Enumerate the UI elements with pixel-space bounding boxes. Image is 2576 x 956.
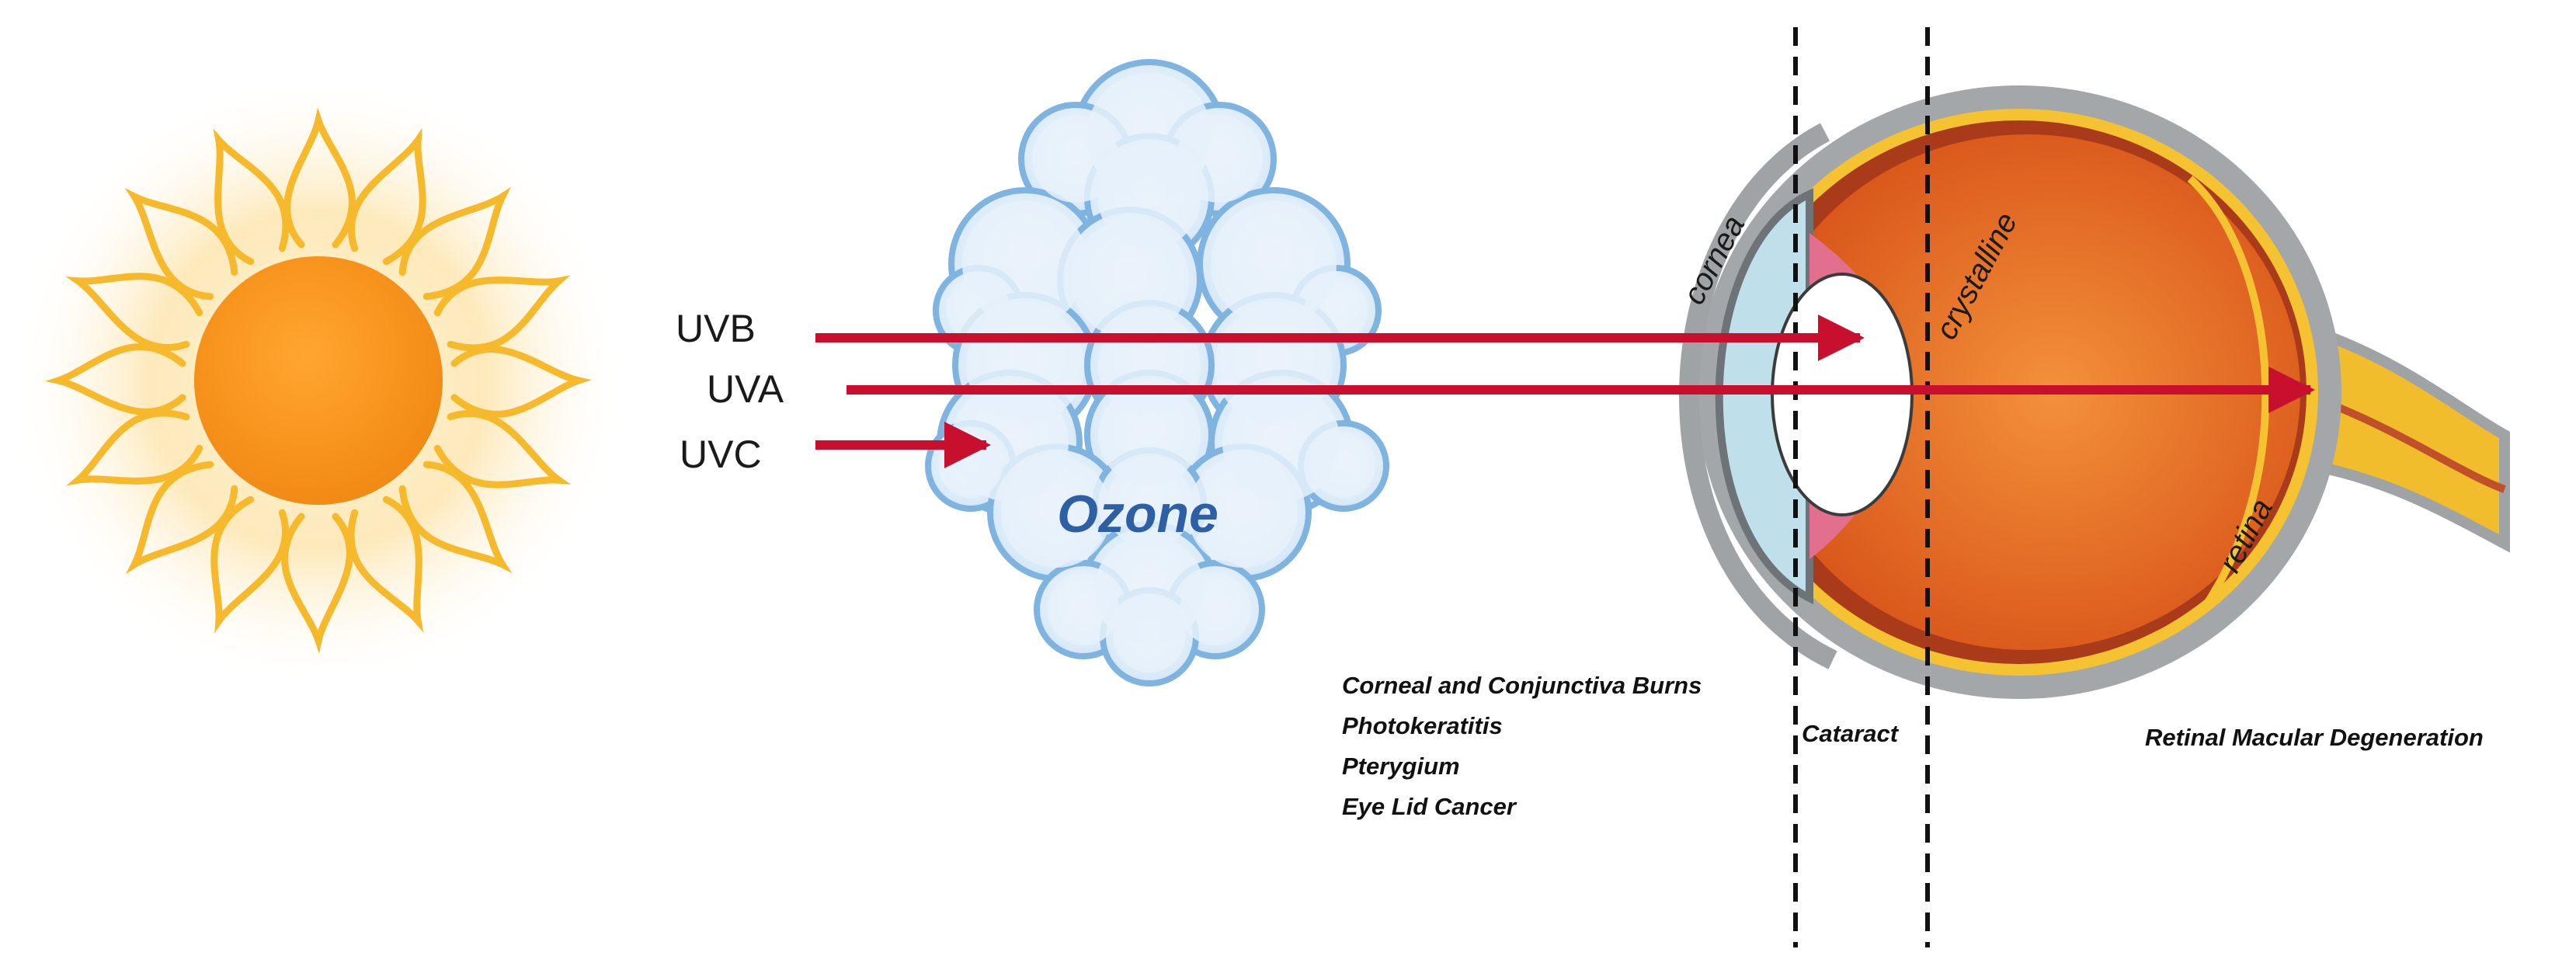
cloud-puff-inner: [1312, 434, 1375, 498]
optic-vessel: [2328, 400, 2506, 493]
sun-rays: [45, 107, 592, 654]
effect-item: Pterygium: [1342, 753, 1460, 780]
sun-petal: [433, 275, 571, 352]
cloud-puff-inner: [1106, 461, 1193, 548]
uva-label: UVA: [707, 367, 784, 411]
sun-petal: [347, 495, 424, 633]
sun-petal: [433, 409, 572, 488]
sun-petal: [450, 346, 592, 418]
sun-petal: [283, 107, 356, 249]
cloud-puff-inner: [1114, 601, 1185, 673]
ozone-cloud: [925, 59, 1389, 687]
uvc-label: UVC: [680, 433, 762, 476]
cloud-puff-inner: [1304, 279, 1368, 342]
effect-item: Photokeratitis: [1342, 712, 1503, 739]
sun: [12, 74, 625, 687]
sun-petal: [125, 461, 238, 575]
effect-item: Corneal and Conjunctiva Burns: [1342, 672, 1702, 699]
sun-petal: [65, 273, 203, 352]
cataract-label: Cataract: [1802, 720, 1900, 747]
sun-core: [194, 256, 443, 505]
sun-petal: [281, 513, 353, 654]
retinal-effect-label: Retinal Macular Degeneration: [2145, 724, 2484, 751]
effect-item: Eye Lid Cancer: [1342, 793, 1517, 820]
ozone-label: Ozone: [1057, 485, 1218, 544]
sun-petal: [347, 127, 426, 266]
sun-petal: [45, 343, 186, 415]
cloud-puff-inner: [1098, 384, 1201, 486]
cloud-puff-inner: [1032, 116, 1119, 203]
front-sclera-arc: [1679, 123, 1837, 669]
cloud-puff-inner: [1048, 574, 1119, 645]
retina-line: [2187, 176, 2270, 608]
uvb-label: UVB: [676, 307, 756, 350]
sun-petal: [213, 128, 290, 266]
cloud-puff-inner: [1211, 201, 1337, 327]
cloud-puff-inner: [1001, 457, 1111, 568]
cornea: [1715, 188, 1813, 605]
sun-petal: [210, 495, 290, 634]
sun-petal: [398, 461, 513, 574]
cloud-puff-inner: [1187, 457, 1298, 568]
sun-petal: [398, 186, 512, 301]
cloud-puff-inner: [1071, 221, 1189, 339]
cloud-puff-inner: [1180, 574, 1251, 645]
cornea-effects-list: Corneal and Conjunctiva Burns Photokerat…: [1342, 672, 1702, 820]
sun-petal: [66, 409, 203, 486]
sun-petal: [124, 187, 238, 301]
